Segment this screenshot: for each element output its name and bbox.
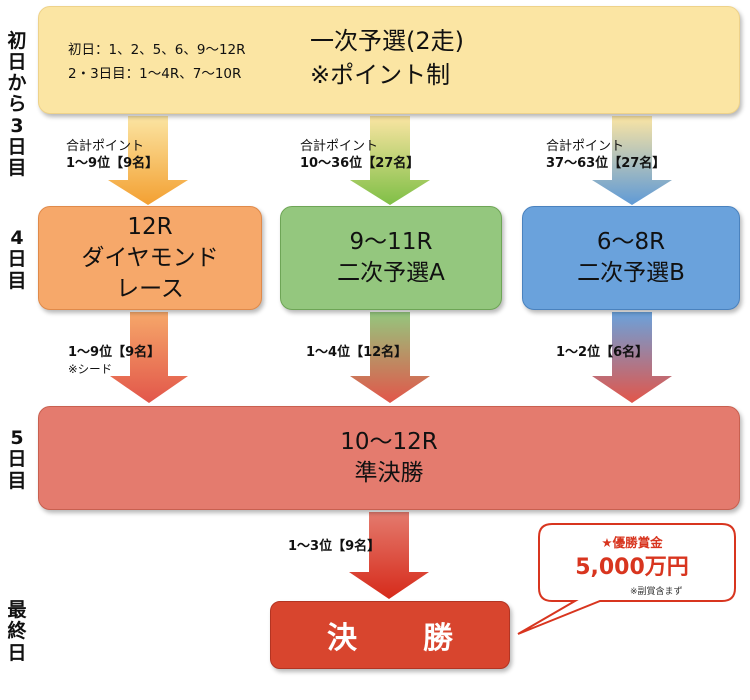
day-label-1-3: 初 日 か ら 3 日 目 [7, 29, 27, 180]
arrow-label-a-semi: 1〜4位【12名】 [306, 345, 408, 360]
final-box: 決 勝 [270, 601, 510, 669]
second-qualifier-a-box: 9〜11R 二次予選A [280, 206, 502, 310]
arrow-top-to-b [592, 116, 672, 205]
first-qualifier-schedule: 初日：1、2、5、6、9〜12R 2・3日目：1〜4R、7〜10R [68, 42, 246, 82]
arrow-label-final: 1〜3位【9名】 [288, 539, 381, 554]
arrow-top-to-diamond [108, 116, 188, 205]
prize-title: ★優勝賞金 [601, 535, 663, 550]
arrow-label-diamond-semi: 1〜9位【9名】 ※シード [68, 345, 161, 376]
arrow-semi-to-final [349, 512, 429, 599]
arrow-label-diamond: 合計ポイント 1〜9位【9名】 [66, 139, 159, 171]
diamond-race-box: 12R ダイヤモンド レース [38, 206, 262, 310]
first-qualifier-box [38, 6, 740, 114]
prize-amount: 5,000万円 [575, 555, 689, 580]
arrow-diamond-to-semi [110, 312, 188, 403]
arrow-label-b-semi: 1〜2位【6名】 [556, 345, 649, 360]
prize-note: ※副賞含まず [630, 587, 683, 597]
day-label-5: 5 日 目 [7, 427, 27, 492]
arrow-top-to-a [350, 116, 430, 205]
first-qualifier-title: 一次予選(2走) ※ポイント制 [310, 27, 464, 89]
day-label-final: 最 終 日 [7, 599, 27, 664]
second-qualifier-b-box: 6〜8R 二次予選B [522, 206, 740, 310]
day-label-4: 4 日 目 [7, 227, 27, 292]
semifinal-box: 10〜12R 準決勝 [38, 406, 740, 510]
arrow-a-to-semi [350, 312, 430, 403]
arrow-b-to-semi [592, 312, 672, 403]
arrow-label-b: 合計ポイント 37〜63位【27名】 [546, 139, 666, 171]
arrow-label-a: 合計ポイント 10〜36位【27名】 [300, 139, 420, 171]
prize-bubble-shape [517, 523, 736, 635]
